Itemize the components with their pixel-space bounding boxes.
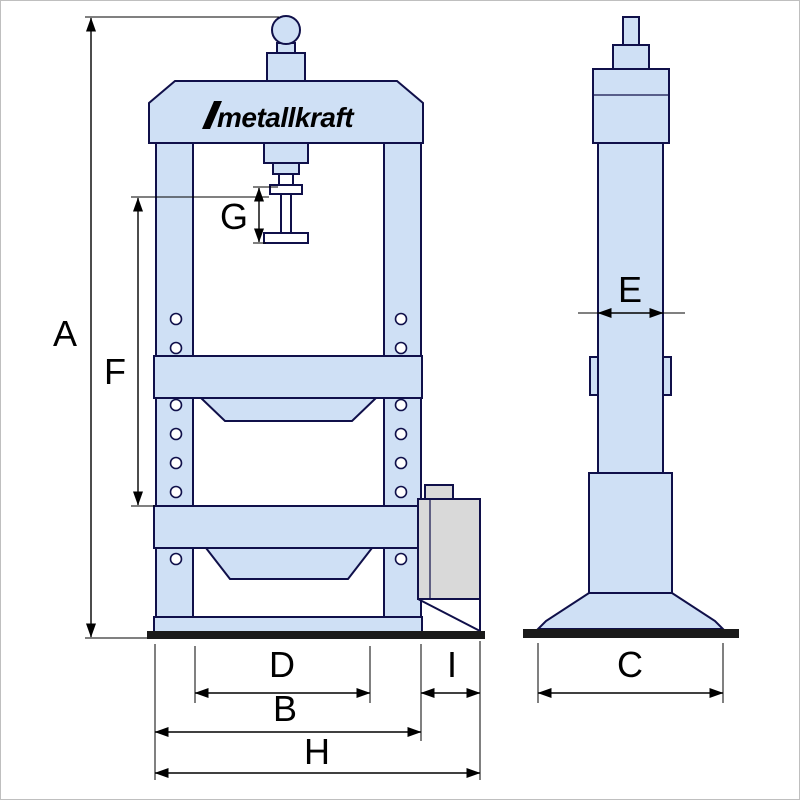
dim-label-c: C — [617, 644, 643, 685]
dim-label-b: B — [273, 688, 297, 729]
pump-support-bracket — [417, 598, 481, 633]
top-ball — [271, 15, 301, 45]
piston-rod — [280, 193, 292, 234]
lower-table — [153, 505, 423, 549]
pump-unit — [417, 498, 481, 600]
mounting-hole — [169, 398, 183, 412]
mounting-hole — [394, 312, 408, 326]
side-ground-plate — [523, 629, 739, 638]
mounting-hole — [394, 427, 408, 441]
cylinder-body — [263, 142, 309, 164]
lower-table-vblock — [203, 547, 375, 580]
dim-label-a: A — [53, 313, 77, 354]
mounting-hole — [169, 312, 183, 326]
side-view — [523, 16, 739, 638]
dimensions: A F G D I B H C — [53, 16, 724, 780]
upper-table — [153, 355, 423, 399]
piston-rod-top — [278, 173, 294, 186]
dim-label-i: I — [447, 644, 457, 685]
mounting-hole — [394, 456, 408, 470]
cylinder-neck — [272, 162, 300, 175]
mounting-hole — [169, 341, 183, 355]
brand-logo: metallkraft — [202, 101, 356, 133]
side-head — [592, 68, 670, 144]
pump-lever-socket — [424, 484, 454, 500]
head-crossbeam — [148, 80, 424, 144]
logo-text: metallkraft — [217, 102, 355, 133]
front-view: metallkraft — [147, 15, 485, 639]
dim-label-f: F — [104, 351, 126, 392]
mounting-hole — [394, 485, 408, 499]
dim-label-e: E — [618, 269, 642, 310]
front-ground-plate — [147, 631, 485, 639]
side-top-collar — [612, 44, 650, 70]
side-lower-column — [588, 472, 673, 594]
mounting-hole — [169, 456, 183, 470]
side-foot — [535, 592, 726, 630]
top-collar — [266, 52, 306, 82]
side-top-knob — [622, 16, 640, 46]
dim-label-d: D — [269, 644, 295, 685]
mounting-hole — [169, 552, 183, 566]
dim-label-h: H — [304, 731, 330, 772]
upper-table-vblock — [198, 397, 379, 422]
ram-foot-plate — [263, 232, 309, 244]
side-table-tab-left — [589, 356, 599, 396]
base-beam — [153, 616, 423, 634]
mounting-hole — [169, 427, 183, 441]
dim-label-g: G — [220, 196, 248, 237]
mounting-hole — [394, 398, 408, 412]
mounting-holes — [169, 312, 408, 566]
mounting-hole — [394, 552, 408, 566]
side-table-tab-right — [662, 356, 672, 396]
mounting-hole — [169, 485, 183, 499]
piston-nut — [269, 184, 303, 195]
logo-swoosh-icon — [202, 101, 222, 129]
mounting-hole — [394, 341, 408, 355]
